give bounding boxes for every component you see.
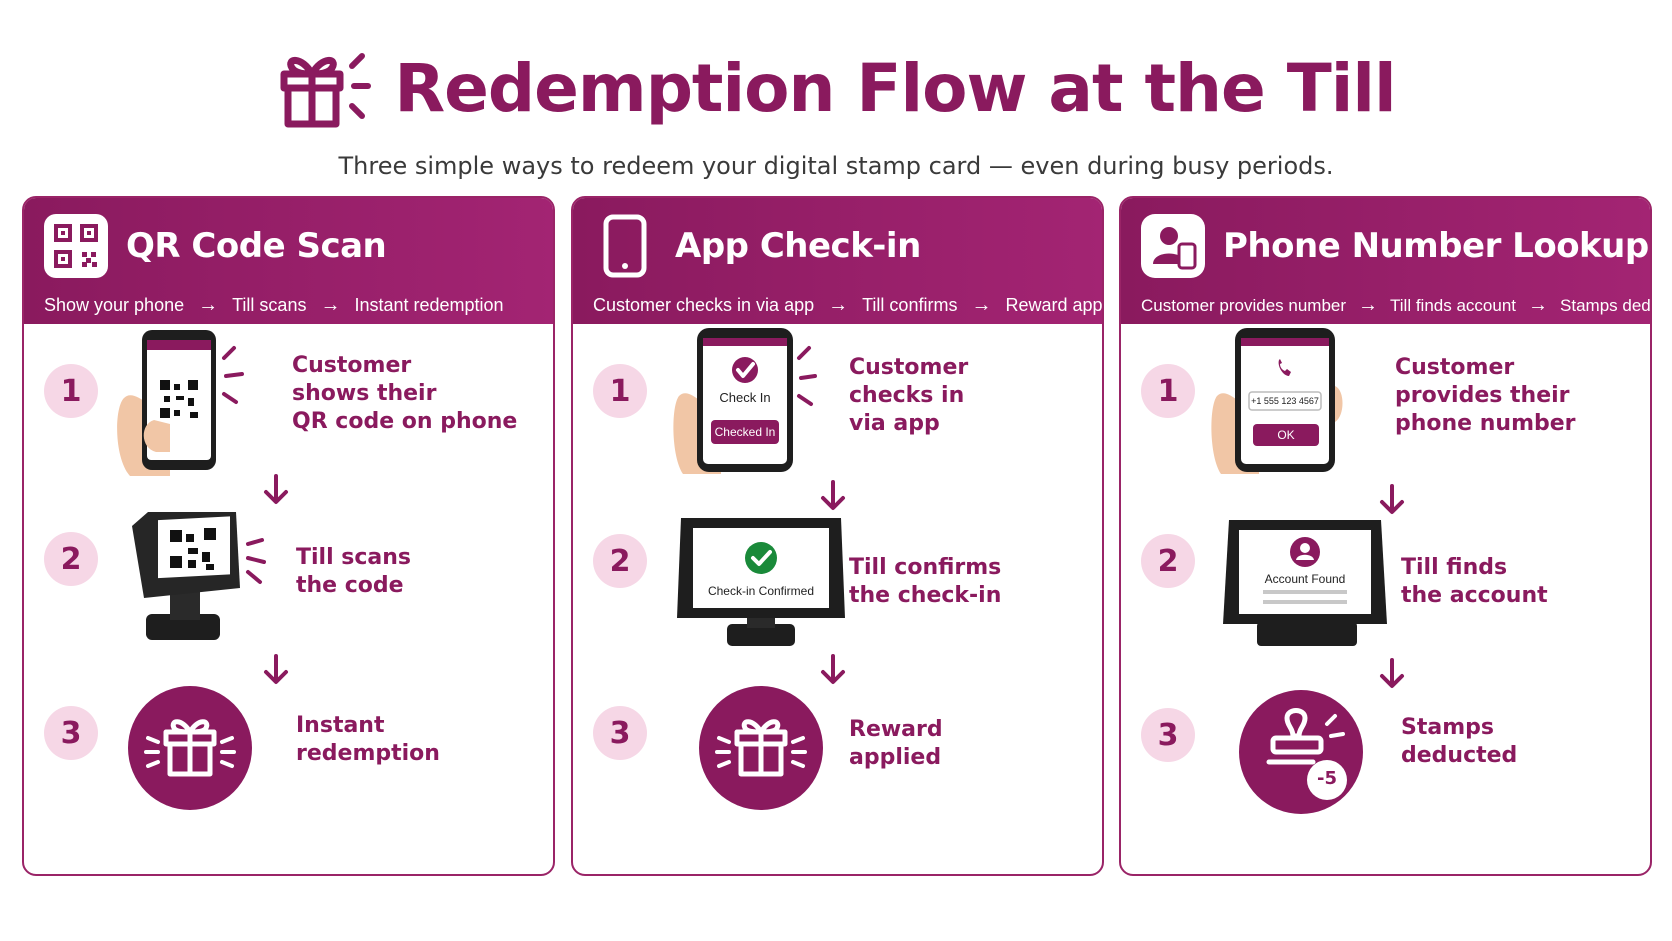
arrow-right-icon: →: [1528, 294, 1549, 316]
step-number: 1: [1141, 364, 1195, 418]
step-2: 2 Till scans the code: [24, 502, 553, 662]
card-header: Phone Number Lookup Customer provides nu…: [1121, 198, 1650, 324]
phone-checked-in-button: Checked In: [714, 425, 776, 439]
flow-summary: Show your phone → Till scans → Instant r…: [44, 294, 533, 317]
till-confirmed-icon: Check-in Confirmed: [673, 514, 849, 654]
step-label: Stamps deducted: [1401, 715, 1518, 768]
gift-icon: [128, 686, 252, 810]
step-label: Customer provides their phone number: [1395, 355, 1576, 436]
page-header: Redemption Flow at the Till Three simple…: [0, 38, 1672, 180]
arrow-down-icon: [821, 654, 845, 684]
step-3: 3 Reward applied: [573, 686, 1102, 846]
step-label: Till finds the account: [1401, 555, 1548, 608]
arrow-down-icon: [1380, 658, 1404, 688]
step-label: Instant redemption: [296, 713, 440, 766]
arrow-right-icon: →: [1358, 294, 1379, 316]
flow-step: Instant redemption: [354, 295, 504, 315]
flow-step: Customer provides number: [1141, 295, 1347, 315]
card-title: QR Code Scan: [126, 226, 387, 266]
stamp-count-badge: -5: [1317, 768, 1337, 789]
flow-summary: Customer checks in via app → Till confir…: [593, 294, 1102, 317]
step-label: Reward applied: [849, 717, 943, 770]
gift-icon: [276, 44, 372, 132]
step-number: 3: [593, 706, 647, 760]
card-header: App Check-in Customer checks in via app …: [573, 198, 1102, 324]
step-label: Till confirms the check-in: [849, 555, 1002, 608]
flow-summary: Customer provides number → Till finds ac…: [1141, 294, 1650, 317]
step-number: 2: [44, 532, 98, 586]
till-account-text: Account Found: [1264, 572, 1346, 586]
qr-code-icon: [44, 214, 108, 278]
ok-button: OK: [1277, 428, 1295, 442]
stamp-icon: -5: [1239, 688, 1369, 818]
step-label: Till scans the code: [296, 545, 412, 598]
step-number: 3: [44, 706, 98, 760]
step-2: 2 Check-in Confirmed Till confirms the c…: [573, 514, 1102, 674]
title-row: Redemption Flow at the Till: [0, 38, 1672, 138]
card-qr-code-scan: QR Code Scan Show your phone → Till scan…: [22, 196, 555, 876]
step-number: 1: [44, 364, 98, 418]
step-1: 1 +1 555 123 4567 OK Customer provides t…: [1121, 324, 1650, 484]
step-3: 3 Instant redemption: [24, 686, 553, 846]
step-1: 1 Check In Checked In Customer checks in…: [573, 324, 1102, 484]
arrow-right-icon: →: [971, 294, 992, 316]
arrow-right-icon: →: [198, 294, 219, 316]
card-header: QR Code Scan Show your phone → Till scan…: [24, 198, 553, 324]
phone-check-in-text: Check In: [719, 390, 771, 405]
flow-step: Reward applied: [1005, 295, 1103, 315]
scanner-qr-icon: [132, 512, 266, 640]
card-phone-number-lookup: Phone Number Lookup Customer provides nu…: [1119, 196, 1652, 876]
phone-number-icon: +1 555 123 4567 OK: [1207, 326, 1357, 476]
smartphone-icon: [593, 214, 657, 278]
card-title: Phone Number Lookup: [1223, 226, 1649, 266]
page-title: Redemption Flow at the Till: [394, 49, 1396, 127]
phone-checkin-icon: Check In Checked In: [669, 326, 819, 476]
card-app-check-in: App Check-in Customer checks in via app …: [571, 196, 1104, 876]
step-1: 1 Customer shows their QR code on phone: [24, 324, 553, 484]
phone-qr-icon: [117, 330, 244, 476]
step-label: Customer checks in via app: [849, 355, 969, 436]
till-account-icon: Account Found: [1217, 518, 1393, 654]
flow-step: Stamps deducted: [1560, 295, 1651, 315]
card-title: App Check-in: [675, 226, 921, 266]
arrow-down-icon: [1380, 484, 1404, 514]
user-phone-icon: [1141, 214, 1205, 278]
page-subtitle: Three simple ways to redeem your digital…: [338, 152, 1334, 180]
step-number: 1: [593, 364, 647, 418]
flow-step: Till finds account: [1390, 295, 1517, 315]
phone-number-field: +1 555 123 4567: [1251, 396, 1319, 406]
arrow-down-icon: [264, 654, 288, 684]
flow-step: Show your phone: [44, 295, 185, 315]
arrow-right-icon: →: [828, 294, 849, 316]
till-confirmation-text: Check-in Confirmed: [707, 584, 815, 598]
arrow-right-icon: →: [320, 294, 341, 316]
step-number: 2: [1141, 534, 1195, 588]
gift-icon: [699, 686, 823, 810]
flow-step: Till confirms: [862, 295, 958, 315]
step-number: 2: [593, 534, 647, 588]
step-2: 2 Account Found Till finds the account: [1121, 518, 1650, 678]
arrow-down-icon: [821, 480, 845, 510]
step-number: 3: [1141, 708, 1195, 762]
step-label: Customer shows their QR code on phone: [292, 353, 518, 434]
step-3: 3 -5 Stamps deducted: [1121, 688, 1650, 848]
arrow-down-icon: [264, 474, 288, 504]
flow-step: Till scans: [232, 295, 307, 315]
flow-step: Customer checks in via app: [593, 295, 815, 315]
